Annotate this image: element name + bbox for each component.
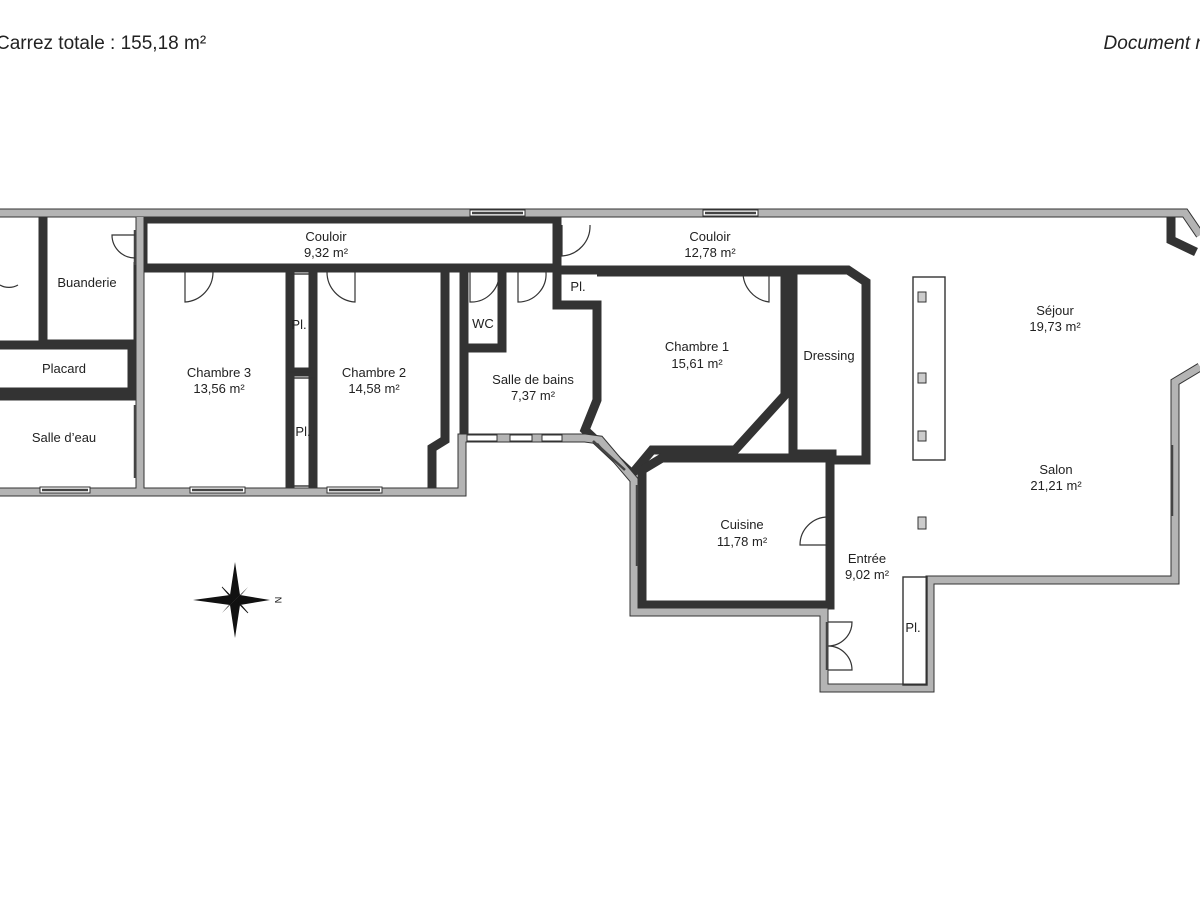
- room-area: 13,56 m²: [193, 381, 245, 396]
- room-name: Couloir: [689, 229, 731, 244]
- room-name: Salon: [1039, 462, 1072, 477]
- room-name: Placard: [42, 361, 86, 376]
- door: [184, 271, 214, 303]
- room-name: Chambre 1: [665, 339, 729, 354]
- door: [469, 271, 500, 303]
- windows: [39, 209, 1174, 566]
- door: [561, 224, 591, 257]
- window: [39, 486, 91, 494]
- door: [111, 234, 136, 259]
- compass-north-label: N: [273, 597, 283, 604]
- room-name: Pl.: [291, 317, 306, 332]
- room-name: Séjour: [1036, 303, 1074, 318]
- window: [326, 486, 383, 494]
- room-name: Entrée: [848, 551, 886, 566]
- room-name: Salle d’eau: [32, 430, 96, 445]
- room-area: 21,21 m²: [1030, 478, 1082, 493]
- room-area: 7,37 m²: [511, 388, 556, 403]
- room-area: 19,73 m²: [1029, 319, 1081, 334]
- door: [326, 271, 356, 303]
- room-name: Pl.: [570, 279, 585, 294]
- room-name: Pl.: [905, 620, 920, 635]
- doors: [0, 224, 853, 671]
- window: [466, 434, 563, 442]
- window: [592, 440, 626, 471]
- room-name: Chambre 3: [187, 365, 251, 380]
- room-name: Couloir: [305, 229, 347, 244]
- room-area: 9,32 m²: [304, 245, 349, 260]
- room-area: 11,78 m²: [717, 534, 768, 549]
- room-area: 15,61 m²: [671, 356, 723, 371]
- document-label: Document n: [1103, 33, 1200, 54]
- total-area-label: Carrez totale : 155,18 m²: [0, 33, 207, 54]
- compass-rose-icon: N: [193, 562, 283, 638]
- room-name: Cuisine: [720, 517, 763, 532]
- room-area: 12,78 m²: [684, 245, 736, 260]
- room-name: Dressing: [803, 348, 854, 363]
- closet-outlines: [287, 273, 946, 686]
- pillars: [917, 291, 927, 530]
- room-name: Salle de bains: [492, 372, 574, 387]
- room-name: Chambre 2: [342, 365, 406, 380]
- window: [189, 486, 246, 494]
- room-name: Pl.: [295, 424, 310, 439]
- walls: [0, 208, 1200, 693]
- door: [742, 271, 770, 303]
- door: [799, 516, 829, 546]
- room-area: 9,02 m²: [845, 567, 890, 582]
- room-labels: Couloir 9,32 m² Couloir 12,78 m² Buander…: [32, 229, 1082, 635]
- door: [517, 271, 547, 303]
- room-area: 14,58 m²: [348, 381, 400, 396]
- door: [0, 284, 19, 289]
- window: [469, 209, 526, 217]
- entrance-door: [827, 621, 853, 671]
- room-name: Buanderie: [57, 275, 116, 290]
- partition-column: [912, 276, 946, 461]
- room-name: WC: [472, 316, 494, 331]
- window: [702, 209, 759, 217]
